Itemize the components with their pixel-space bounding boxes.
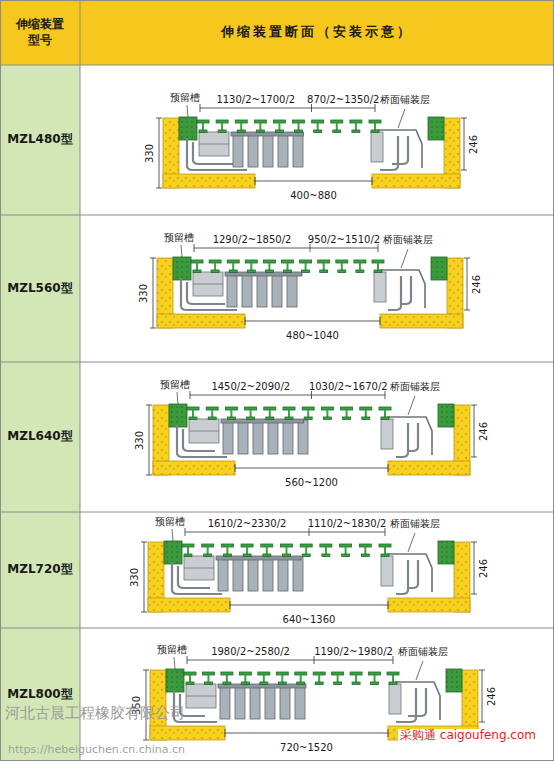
dimension: 1980/2~2580/2 — [211, 646, 290, 657]
header-cell: 伸缩装置断面（安装示意） — [80, 0, 554, 65]
model-name: MZL480型 — [7, 132, 72, 148]
dimension: 1450/2~2090/2 — [211, 381, 290, 392]
dimension: 480~1040 — [286, 330, 339, 341]
header-text: 伸缩装置断面（安装示意） — [221, 24, 413, 41]
slot-label: 预留槽 — [170, 92, 200, 103]
watermark: https://hebeiguchen.cn.china.cn — [8, 744, 185, 756]
watermark: 采购通 caigoufeng.com — [398, 729, 538, 742]
header-text: 伸缩装置 型号 — [12, 17, 68, 48]
dimension: 400~880 — [290, 190, 337, 201]
dimension: 1130/2~1700/2 — [216, 94, 295, 105]
dimension: 330 — [145, 143, 156, 162]
dimension: 640~1360 — [283, 614, 336, 625]
dimension: 1110/2~1830/2 — [308, 518, 387, 529]
model-column — [0, 65, 80, 761]
model-name: MZL640型 — [7, 429, 72, 445]
dimension: 720~1520 — [280, 742, 333, 753]
slot-label: 预留槽 — [164, 232, 194, 243]
header-cell: 伸缩装置 型号 — [0, 0, 80, 65]
model-name: MZL560型 — [7, 281, 72, 297]
paving-label: 桥面铺装层 — [390, 381, 440, 392]
model-cell: MZL560型 — [0, 215, 80, 362]
model-cell: MZL800型 — [0, 628, 80, 761]
dimension: 246 — [469, 134, 480, 153]
slot-label: 预留槽 — [155, 516, 185, 527]
slot-label: 预留槽 — [160, 379, 190, 390]
paving-label: 桥面铺装层 — [383, 234, 433, 245]
dimension: 246 — [472, 274, 483, 293]
paving-label: 桥面铺装层 — [380, 94, 430, 105]
model-name: MZL720型 — [7, 562, 72, 578]
paving-label: 桥面铺装层 — [390, 518, 440, 529]
model-cell: MZL480型 — [0, 65, 80, 215]
dimension: 1190/2~1980/2 — [314, 646, 393, 657]
dimension: 950/2~1510/2 — [308, 234, 380, 245]
slot-label: 预留槽 — [157, 644, 187, 655]
dimension: 330 — [135, 430, 146, 449]
dimension: 246 — [487, 686, 498, 705]
dimension: 1030/2~1670/2 — [309, 381, 388, 392]
dimension: 1610/2~2330/2 — [208, 518, 287, 529]
dimension: 246 — [479, 421, 490, 440]
dimension: 246 — [479, 558, 490, 577]
model-cell: MZL640型 — [0, 362, 80, 512]
watermark: 河北古晨工程橡胶有限公司 — [5, 705, 185, 722]
dimension: 1290/2~1850/2 — [213, 234, 292, 245]
model-name: MZL800型 — [7, 687, 72, 703]
paving-label: 桥面铺装层 — [398, 646, 448, 657]
dimension: 870/2~1350/2 — [307, 94, 379, 105]
joint-sections — [141, 104, 485, 740]
dimension: 560~1200 — [285, 477, 338, 488]
model-cell: MZL720型 — [0, 512, 80, 628]
dimension: 330 — [130, 567, 141, 586]
dimension: 330 — [139, 283, 150, 302]
header-band — [0, 0, 554, 65]
